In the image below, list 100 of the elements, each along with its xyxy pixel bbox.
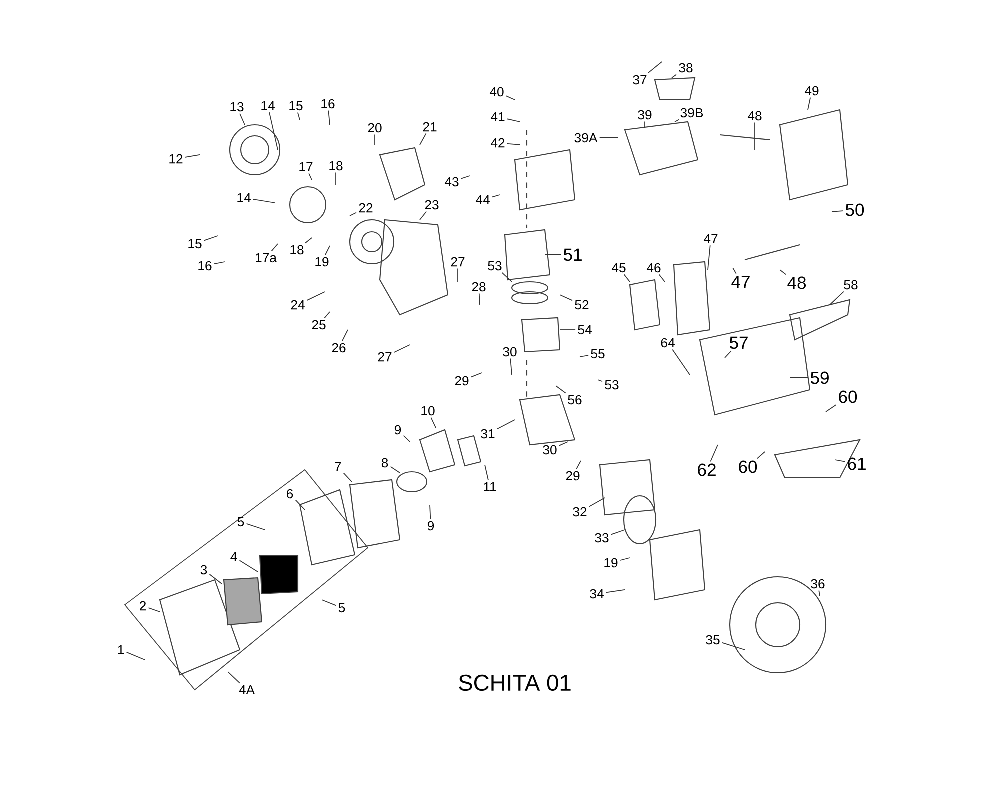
leader-line bbox=[295, 500, 306, 510]
leader-line bbox=[830, 291, 844, 306]
callout-number: 11 bbox=[484, 482, 496, 492]
leader-line bbox=[724, 350, 732, 358]
leader-line bbox=[556, 386, 566, 394]
callout-number: 28 bbox=[472, 282, 486, 292]
callout-number: 5 bbox=[338, 603, 346, 613]
callout-number: 38 bbox=[679, 63, 693, 73]
leader-line bbox=[305, 238, 312, 244]
callout-number: 55 bbox=[591, 349, 605, 359]
callout-number: 4A bbox=[239, 685, 256, 695]
leader-line bbox=[672, 74, 677, 78]
leader-line bbox=[732, 268, 737, 274]
callout-number: 6 bbox=[287, 489, 294, 499]
callout-number: 48 bbox=[748, 111, 762, 121]
leader-line bbox=[497, 420, 516, 430]
leader-line bbox=[269, 112, 278, 150]
callout-number: 64 bbox=[661, 338, 675, 348]
callout-number: 23 bbox=[425, 200, 439, 210]
leader-line bbox=[307, 292, 326, 301]
leader-line bbox=[708, 245, 711, 270]
leader-line bbox=[507, 143, 520, 146]
callout-number: 19 bbox=[604, 558, 618, 568]
leader-line bbox=[228, 672, 240, 684]
callout-number: 30 bbox=[543, 445, 557, 455]
callout-number: 17a bbox=[256, 253, 277, 263]
callout-number: 35 bbox=[706, 635, 720, 645]
callout-number: 19 bbox=[316, 257, 329, 267]
callout-number: 2 bbox=[140, 601, 146, 611]
callout-number: 43 bbox=[444, 177, 459, 187]
callout-number: 59 bbox=[810, 372, 829, 384]
leader-line bbox=[461, 176, 470, 180]
leader-line bbox=[710, 444, 718, 462]
leader-line bbox=[834, 460, 846, 462]
callout-number: 18 bbox=[290, 245, 304, 255]
callout-number: 60 bbox=[739, 460, 758, 474]
callout-number: 36 bbox=[811, 579, 825, 589]
callout-number: 27 bbox=[451, 257, 465, 267]
callout-number: 45 bbox=[612, 263, 626, 273]
callout-number: 39 bbox=[638, 110, 652, 120]
callout-number: 8 bbox=[382, 458, 388, 468]
leader-line bbox=[544, 254, 562, 256]
callout-number: 51 bbox=[564, 248, 582, 262]
leader-line bbox=[672, 349, 690, 376]
callout-number: 7 bbox=[335, 462, 341, 472]
callout-number: 47 bbox=[704, 234, 718, 244]
callout-number: 30 bbox=[503, 347, 517, 357]
callout-number: 12 bbox=[170, 154, 183, 164]
leader-line bbox=[209, 574, 222, 584]
leader-line bbox=[246, 523, 266, 530]
callout-number: 18 bbox=[330, 161, 343, 171]
leader-line bbox=[430, 417, 436, 428]
leader-line bbox=[148, 608, 160, 612]
leader-line bbox=[808, 97, 812, 110]
leader-line bbox=[674, 119, 680, 122]
callout-number: 32 bbox=[573, 507, 587, 517]
leader-line bbox=[620, 558, 630, 561]
callout-number: 52 bbox=[575, 300, 589, 310]
callout-number: 16 bbox=[322, 99, 335, 109]
callout-number: 46 bbox=[646, 263, 661, 273]
callout-number: 62 bbox=[698, 464, 716, 476]
leader-line bbox=[560, 294, 573, 302]
callout-number: 50 bbox=[846, 204, 864, 216]
callout-number: 17 bbox=[300, 162, 313, 172]
callout-number: 5 bbox=[238, 517, 244, 527]
callout-number: 58 bbox=[844, 280, 858, 290]
callout-number: 54 bbox=[578, 325, 592, 335]
callout-number: 57 bbox=[730, 336, 748, 350]
callout-number: 10 bbox=[422, 406, 435, 416]
leader-line bbox=[818, 590, 820, 596]
callout-number: 15 bbox=[290, 101, 303, 111]
callout-number: 47 bbox=[732, 276, 750, 288]
callout-number: 13 bbox=[230, 102, 244, 112]
leader-line bbox=[430, 504, 432, 520]
leader-line bbox=[492, 194, 500, 198]
callout-number: 61 bbox=[848, 458, 866, 470]
callout-number: 53 bbox=[605, 380, 619, 390]
leader-line bbox=[502, 272, 512, 282]
callout-number: 41 bbox=[490, 112, 505, 122]
callout-number: 33 bbox=[595, 533, 609, 543]
leader-line bbox=[478, 293, 480, 306]
leader-line bbox=[403, 435, 410, 442]
callout-number: 42 bbox=[490, 138, 505, 148]
leader-line bbox=[126, 652, 146, 660]
leader-line bbox=[471, 372, 482, 378]
callout-number: 16 bbox=[198, 261, 212, 271]
leader-line bbox=[308, 173, 312, 180]
leader-line bbox=[185, 154, 200, 158]
callout-number: 27 bbox=[378, 352, 392, 362]
leader-line bbox=[390, 466, 400, 474]
callout-number: 14 bbox=[262, 101, 275, 111]
callout-number: 25 bbox=[312, 320, 326, 330]
leader-line bbox=[322, 600, 337, 606]
leader-line bbox=[754, 122, 756, 150]
leader-line bbox=[506, 96, 516, 100]
callout-number: 37 bbox=[633, 75, 647, 85]
leader-line bbox=[253, 199, 276, 204]
leader-line bbox=[374, 134, 376, 146]
leader-line bbox=[297, 112, 300, 120]
leader-line bbox=[484, 464, 489, 481]
